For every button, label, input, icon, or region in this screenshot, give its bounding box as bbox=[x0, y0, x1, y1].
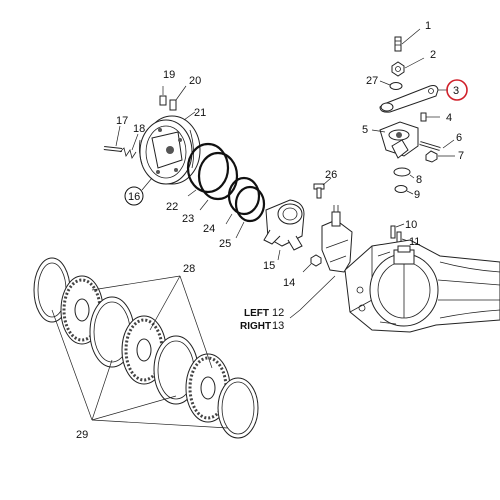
part-17-bolt bbox=[103, 125, 123, 152]
side-label-left: LEFT bbox=[244, 308, 269, 319]
part-5-housing bbox=[371, 121, 419, 159]
callout-5: 5 bbox=[362, 124, 368, 136]
part-10-bolt bbox=[390, 223, 405, 239]
callout-24: 24 bbox=[203, 223, 215, 235]
callout-15: 15 bbox=[263, 260, 275, 272]
part-20-fitting bbox=[169, 85, 187, 111]
callout-10: 10 bbox=[405, 219, 417, 231]
part-24-seal bbox=[225, 176, 261, 225]
callout-16-circle bbox=[124, 186, 144, 206]
side-label-right: RIGHT bbox=[240, 321, 271, 332]
part-6-bolt bbox=[419, 139, 455, 151]
brake-lever-assembly bbox=[321, 205, 353, 273]
callout-9: 9 bbox=[414, 189, 420, 201]
transmission-housing bbox=[344, 239, 500, 333]
leaders-28 bbox=[91, 275, 213, 369]
callout-28: 28 bbox=[183, 263, 195, 275]
part-19-fitting bbox=[159, 86, 167, 106]
part-16-callout bbox=[141, 177, 153, 191]
part-15-yoke bbox=[263, 199, 305, 261]
callout-16: 16 bbox=[128, 191, 140, 203]
callout-18: 18 bbox=[133, 123, 145, 135]
callout-20: 20 bbox=[189, 75, 201, 87]
callout-23: 23 bbox=[182, 213, 194, 225]
part-18-spring bbox=[119, 133, 139, 159]
part-9-ring bbox=[394, 185, 414, 195]
callout-2: 2 bbox=[430, 49, 436, 61]
callout-27: 27 bbox=[366, 75, 378, 87]
part-14-bolt bbox=[302, 254, 322, 273]
callout-17: 17 bbox=[116, 115, 128, 127]
callout-6: 6 bbox=[456, 132, 462, 144]
callout-13: 13 bbox=[272, 320, 284, 332]
part-22-seal bbox=[186, 142, 230, 197]
callout-19: 19 bbox=[163, 69, 175, 81]
leaders-29 bbox=[51, 309, 229, 429]
callout-8: 8 bbox=[416, 174, 422, 186]
part-23-seal bbox=[197, 151, 239, 211]
part-26-bolt bbox=[313, 177, 332, 199]
part-3-lever bbox=[379, 85, 448, 113]
callout-1: 1 bbox=[425, 20, 431, 32]
callout-21: 21 bbox=[194, 107, 206, 119]
highlight-circle bbox=[446, 79, 468, 101]
part-27-washer bbox=[379, 80, 403, 90]
leader-12-13 bbox=[289, 275, 336, 319]
part-4-pin bbox=[420, 112, 440, 122]
callout-29: 29 bbox=[76, 429, 88, 441]
callout-3: 3 bbox=[453, 85, 459, 97]
callout-7: 7 bbox=[458, 150, 464, 162]
disc-stack bbox=[33, 257, 259, 439]
part-21-piston bbox=[138, 111, 201, 185]
part-2-nut bbox=[391, 57, 425, 77]
callout-26: 26 bbox=[325, 169, 337, 181]
part-1-screw bbox=[394, 28, 421, 52]
callout-22: 22 bbox=[166, 201, 178, 213]
part-8-oring bbox=[393, 167, 415, 179]
part-7-nut bbox=[425, 150, 455, 163]
callout-14: 14 bbox=[283, 277, 295, 289]
callout-4: 4 bbox=[446, 112, 452, 124]
callout-25: 25 bbox=[219, 238, 231, 250]
part-25-seal bbox=[234, 185, 266, 239]
callout-12: 12 bbox=[272, 307, 284, 319]
callout-11: 11 bbox=[409, 236, 420, 248]
